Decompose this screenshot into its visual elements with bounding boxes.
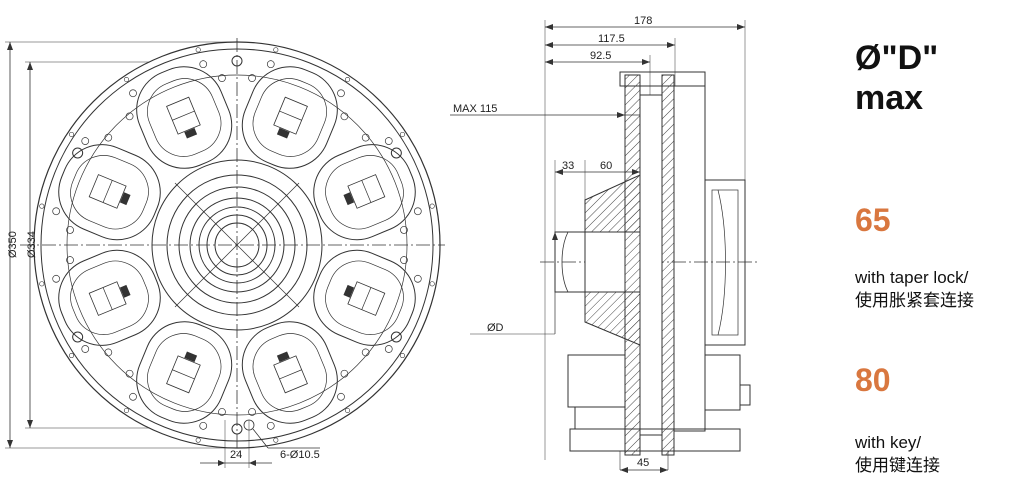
dim-24-label: 24: [230, 449, 242, 461]
pad-pocket: [313, 133, 422, 241]
pad-pocket: [125, 60, 233, 169]
front-view-dimensions: [5, 41, 320, 468]
pad-pocket: [241, 321, 349, 430]
spec-heading-line1: Ø"D": [855, 39, 939, 77]
holes-label: 6-Ø10.5: [280, 449, 320, 461]
rim-screw: [39, 281, 45, 287]
rim-screw: [195, 47, 201, 53]
rim-screw: [123, 407, 129, 413]
rim-screw: [123, 77, 129, 83]
side-view-dimensions: [450, 20, 746, 473]
taper-lock-cn: 使用胀紧套连接: [855, 291, 974, 310]
pad-pocket: [125, 321, 233, 430]
max-label: MAX 115: [453, 103, 497, 115]
taper-lock-note: with taper lock/ 使用胀紧套连接: [855, 266, 974, 312]
dia-outer-label: Ø350: [7, 231, 19, 258]
rim-screw: [429, 203, 435, 209]
bolt-hole: [72, 331, 84, 343]
spec-heading: Ø"D" max: [855, 38, 938, 118]
dia-d-label: ØD: [487, 322, 504, 334]
pad-pocket: [241, 60, 349, 169]
dim-117-5-label: 117.5: [598, 33, 625, 45]
rim-screw: [345, 407, 351, 413]
bolt-hole: [390, 331, 402, 343]
bolt-hole: [231, 423, 243, 435]
key-note: with key/ 使用键连接: [855, 431, 940, 477]
dim-33-label: 33: [562, 160, 574, 172]
rim-screw: [345, 77, 351, 83]
rim-screw: [273, 437, 279, 443]
pad-pocket: [52, 249, 161, 357]
spec-heading-line2: max: [855, 79, 924, 117]
key-cn: 使用键连接: [855, 456, 940, 475]
bolt-hole: [72, 147, 84, 159]
dim-92-5-label: 92.5: [590, 50, 611, 62]
side-view: [540, 71, 760, 470]
key-en: with key/: [855, 433, 922, 452]
rim-screw: [195, 437, 201, 443]
rim-screw: [273, 47, 279, 53]
rim-screw: [69, 131, 75, 137]
rim-screw: [399, 131, 405, 137]
rim-screw: [429, 281, 435, 287]
value-key: 80: [855, 362, 891, 398]
pad-pocket: [313, 249, 422, 357]
dim-45-label: 45: [637, 457, 649, 469]
dim-60-label: 60: [600, 160, 612, 172]
dia-inner-label: Ø334: [26, 231, 38, 258]
pad-pocket: [52, 133, 161, 241]
value-taper-lock: 65: [855, 202, 891, 238]
taper-lock-en: with taper lock/: [855, 268, 969, 287]
bolt-hole: [390, 147, 402, 159]
bolt-hole: [231, 55, 243, 67]
dim-178-label: 178: [634, 15, 652, 27]
spec-panel: Ø"D" max 65 with taper lock/ 使用胀紧套连接 80 …: [855, 0, 1024, 493]
rim-screw: [399, 353, 405, 359]
front-view: [20, 38, 445, 452]
rim-screw: [69, 353, 75, 359]
rim-screw: [39, 203, 45, 209]
